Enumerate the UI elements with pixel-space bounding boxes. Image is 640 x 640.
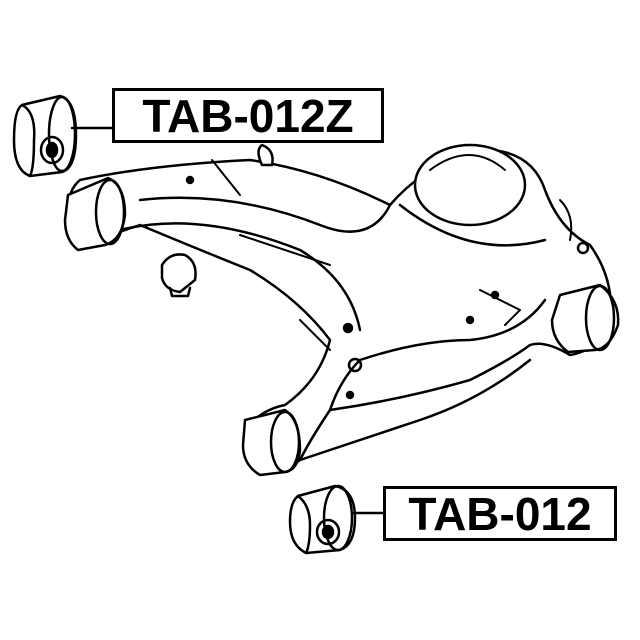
bushing-bottom-icon <box>288 484 357 555</box>
rubber-stopper-icon <box>160 253 197 298</box>
part-number-text: TAB-012Z <box>142 89 354 142</box>
arm-bushing-left-icon <box>63 176 127 252</box>
bushing-top-icon <box>12 94 78 178</box>
part-number-label-bottom: TAB-012 <box>383 486 617 541</box>
arm-bushing-bottom-icon <box>241 408 302 477</box>
part-number-label-top: TAB-012Z <box>112 88 384 143</box>
part-number-text: TAB-012 <box>408 487 592 540</box>
control-arm <box>66 143 613 473</box>
arm-bushing-right-icon <box>550 283 620 354</box>
